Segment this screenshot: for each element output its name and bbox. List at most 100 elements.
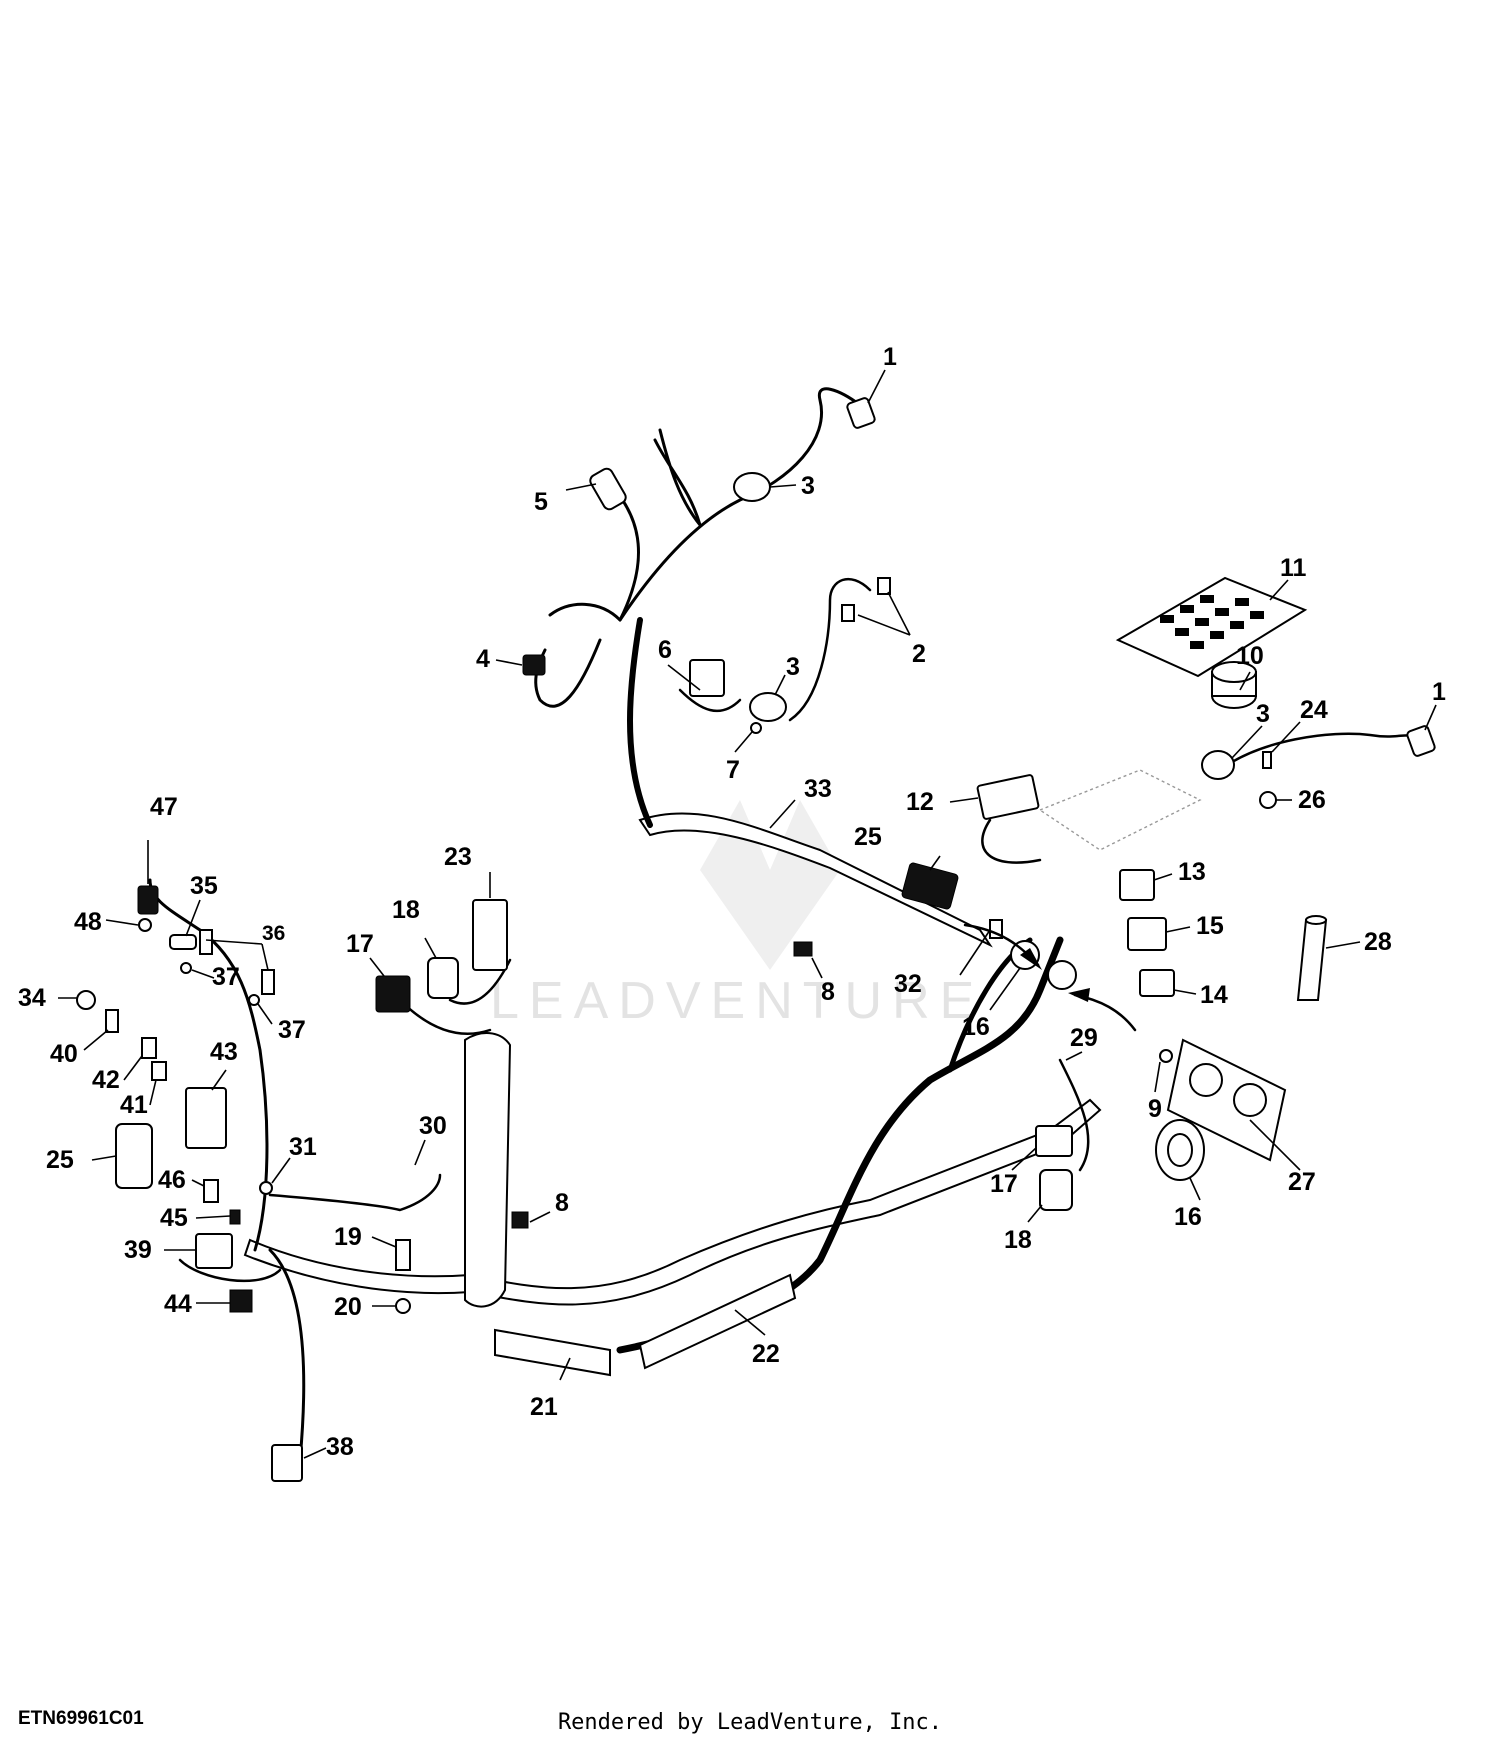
leader-46 [191,1179,205,1187]
leader-9 [1154,1061,1161,1093]
grommet-3-mid [749,692,787,722]
ground-wire [268,1173,442,1212]
callout-16: 16 [1174,1203,1202,1231]
left-cluster-wires-2 [268,1248,306,1462]
leader-25a [929,855,941,871]
leader-18a [424,937,437,959]
leader-15 [1165,926,1191,933]
callout-18: 18 [1004,1226,1032,1254]
leader-33 [769,799,796,829]
pointer-arrows [963,923,1137,1032]
leader-38 [303,1447,327,1459]
connector-15 [1127,917,1167,951]
panel-outline [1038,769,1202,851]
leader-17b [1011,1147,1037,1171]
leader-31 [271,1157,291,1184]
callout-39: 39 [124,1236,152,1264]
callout-3: 3 [1256,700,1270,728]
leader-10 [1239,671,1251,691]
callout-9: 9 [1148,1095,1162,1123]
callout-14: 14 [1200,981,1228,1009]
wires-29 [1058,1058,1090,1172]
nut-20 [395,1298,411,1314]
connector-5 [589,467,627,511]
leader-43 [211,1069,227,1091]
leader-8b [529,1211,551,1223]
callout-43: 43 [210,1038,238,1066]
connector-45 [229,1209,241,1225]
leader-25b [91,1155,117,1161]
connector-25-left [115,1123,153,1189]
connector-23 [472,899,508,971]
callout-31: 31 [289,1133,317,1161]
callout-3: 3 [801,472,815,500]
watermark-logo [700,800,840,970]
callout-1: 1 [1432,678,1446,706]
callout-32: 32 [894,970,922,998]
leader-13 [1153,873,1173,881]
relay-39 [195,1233,233,1269]
callout-2: 2 [912,640,926,668]
parts [76,397,1436,1482]
leader-19 [371,1236,397,1248]
callout-23: 23 [444,843,472,871]
leader-48 [105,919,139,926]
sensor-34 [76,990,96,1010]
plate-27-hole-b [1233,1083,1267,1117]
bracket-36b [261,969,275,995]
grommet-16-upper-b [1047,960,1077,990]
terminal-2a [841,604,855,622]
leader-37a [191,969,215,979]
callout-13: 13 [1178,858,1206,886]
grommet-16-lower-hole [1167,1133,1193,1167]
shield-22 [638,1273,797,1370]
callout-36: 36 [262,922,285,945]
connector-1-top [846,397,876,429]
leader-29 [1065,1051,1083,1061]
callout-1: 1 [883,343,897,371]
leader-16b [1189,1177,1201,1201]
callout-34: 34 [18,984,46,1012]
callout-22: 22 [752,1340,780,1368]
leader-3a [769,484,797,488]
branch-leads [653,428,702,527]
callout-21: 21 [530,1393,558,1421]
leader-1a [867,369,886,404]
switch-35 [169,934,197,950]
connector-48 [138,918,152,932]
leader-41 [149,1079,157,1106]
leader-6 [667,664,701,691]
callout-28: 28 [1364,928,1392,956]
screw-37a [180,962,192,974]
connector-13 [1119,869,1155,901]
callout-7: 7 [726,756,740,784]
leader-4 [495,659,523,666]
leader-40 [83,1029,109,1051]
module-12 [976,774,1040,820]
bracket-43 [185,1087,227,1149]
callout-19: 19 [334,1223,362,1251]
render-credit: Rendered by LeadVenture, Inc. [557,1710,943,1735]
callout-25: 25 [854,823,882,851]
terminal-31 [259,1181,273,1195]
sleeve-28-end [1305,915,1327,925]
harness-conduit-33 [638,812,993,948]
callout-44: 44 [164,1290,192,1318]
callout-8: 8 [555,1189,569,1217]
leader-7 [734,731,753,753]
leader-2a [857,614,911,636]
callout-40: 40 [50,1040,78,1068]
leader-3b [774,674,786,696]
callout-17: 17 [990,1170,1018,1198]
connector-46 [203,1179,219,1203]
leader-lines [58,369,1437,1459]
plate-27-hole-a [1189,1063,1223,1097]
sleeve-28 [1296,919,1328,1001]
callout-37: 37 [278,1016,306,1044]
callout-24: 24 [1300,696,1328,724]
leader-5 [565,483,597,491]
leader-30 [414,1139,426,1166]
left-cluster-wires [148,878,269,1252]
arrow-14-head [1068,988,1090,1002]
connector-42 [141,1037,157,1059]
